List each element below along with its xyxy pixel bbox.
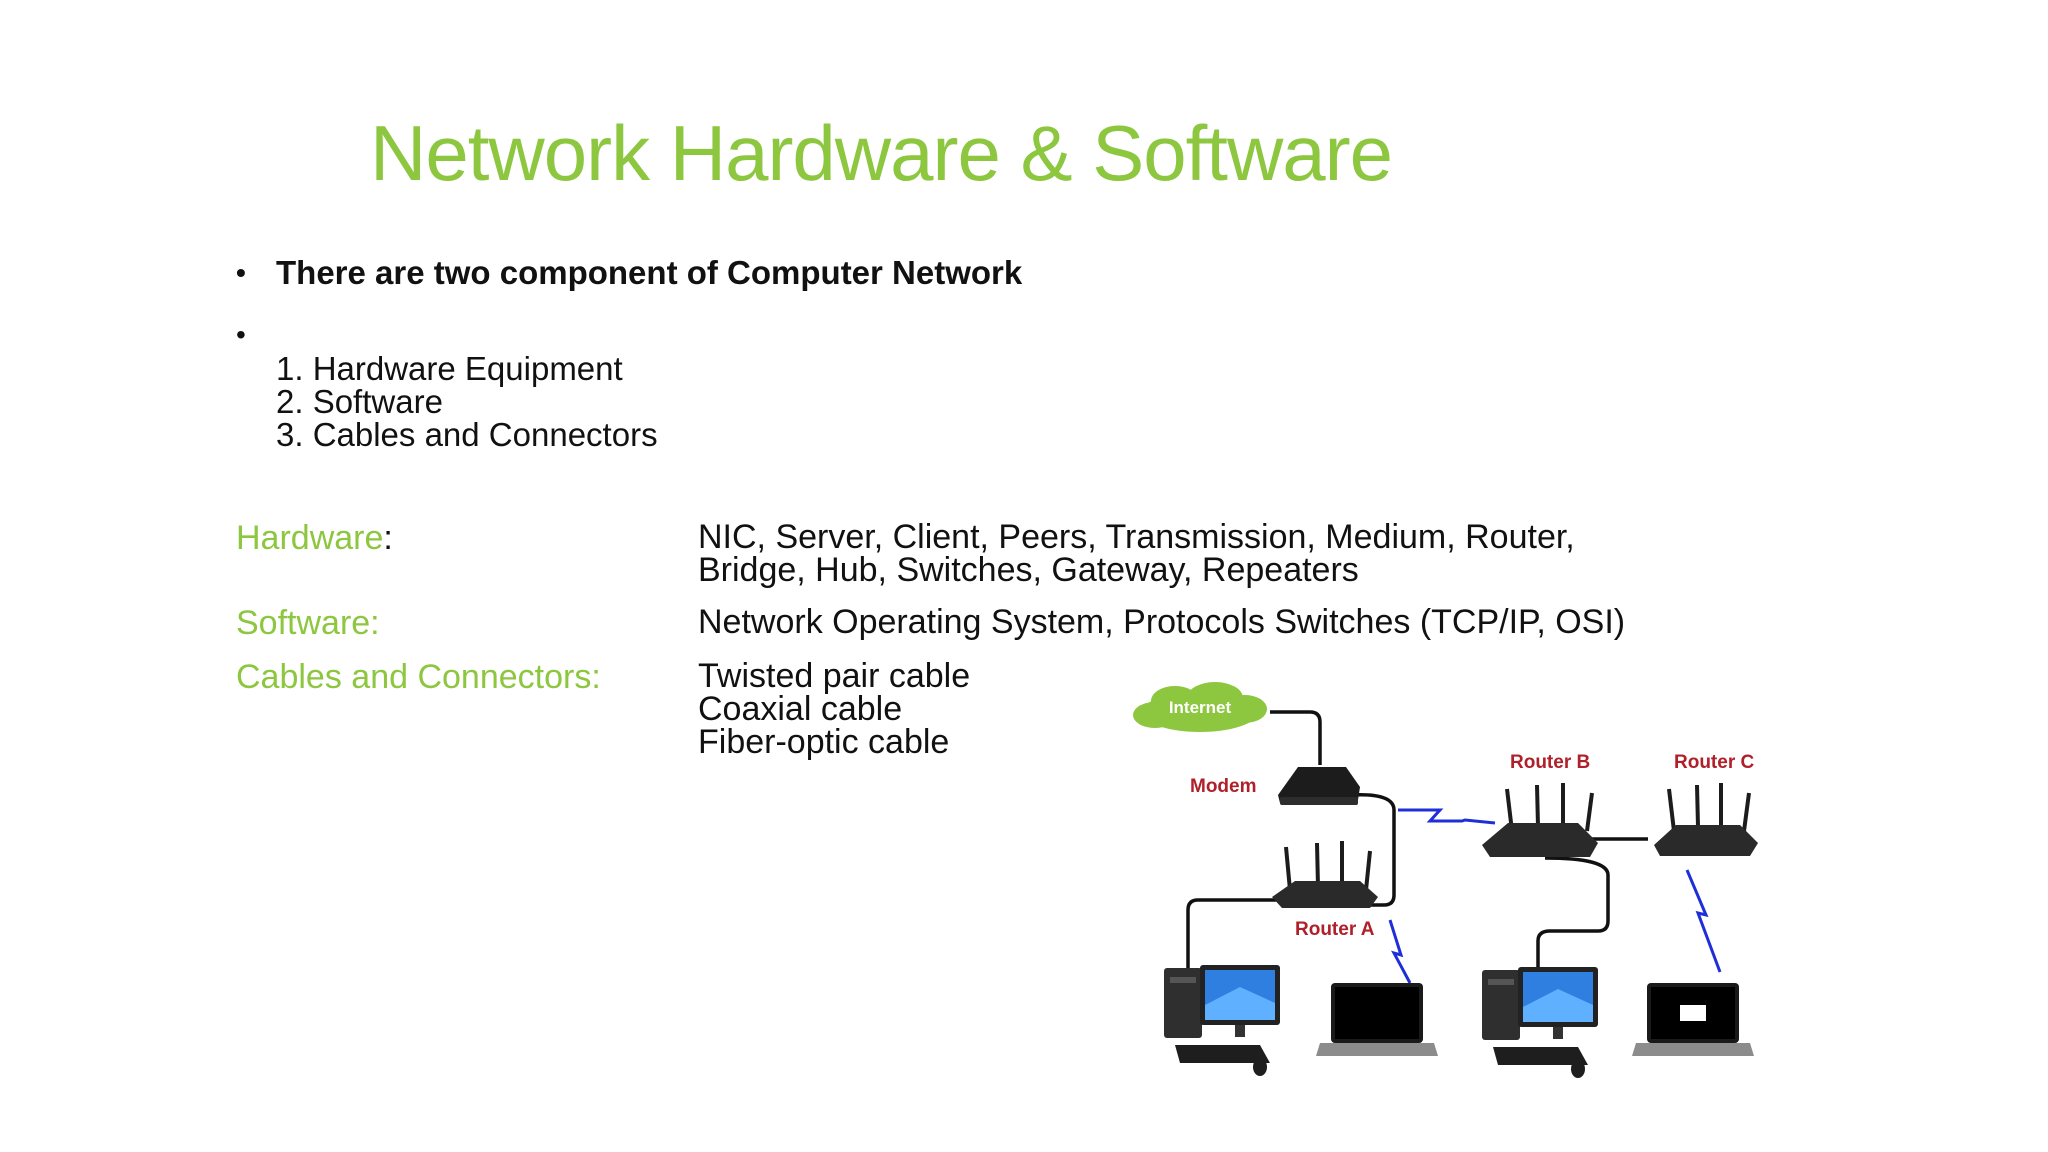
- internet-label: Internet: [1169, 698, 1232, 717]
- bullet-item: •: [236, 318, 1022, 352]
- component-list: 1. Hardware Equipment 2. Software 3. Cab…: [236, 352, 1022, 451]
- router-b-label: Router B: [1510, 752, 1590, 773]
- cable-line: Twisted pair cable: [698, 657, 971, 695]
- bullet-item: • There are two component of Computer Ne…: [236, 256, 1022, 318]
- desktop-computer-icon: [1482, 967, 1598, 1078]
- bullet-dot-icon: •: [236, 257, 246, 288]
- component-item: 1. Hardware Equipment: [276, 350, 623, 387]
- bullet-list: • There are two component of Computer Ne…: [236, 256, 1022, 451]
- cable-line: Fiber-optic cable: [698, 723, 950, 761]
- bullet-text: There are two component of Computer Netw…: [276, 254, 1023, 291]
- router-a-icon: [1272, 841, 1378, 908]
- software-description: Network Operating System, Protocols Swit…: [698, 603, 1626, 641]
- router-b-icon: [1482, 783, 1598, 857]
- router-c-label: Router C: [1674, 752, 1755, 773]
- wireless-bolt-icon: [1388, 919, 1412, 984]
- wireless-bolt-icon: [1398, 808, 1496, 825]
- modem-routerA-cable: [1350, 793, 1396, 907]
- routerB-desktop-cable: [1536, 856, 1610, 980]
- network-diagram: Internet Modem Router A: [1133, 682, 1758, 1078]
- desktop-computer-icon: [1164, 965, 1280, 1076]
- component-item: 3. Cables and Connectors: [276, 416, 658, 453]
- modem-label: Modem: [1190, 776, 1257, 797]
- hardware-label-colon: :: [383, 519, 393, 557]
- wireless-bolt-icon: [1685, 869, 1722, 973]
- internet-modem-cable: [1270, 710, 1322, 765]
- software-label: Software:: [236, 604, 380, 642]
- hardware-line: NIC, Server, Client, Peers, Transmission…: [698, 518, 1575, 556]
- routerA-desktop-cable: [1186, 898, 1290, 978]
- hardware-label: Hardware:: [236, 519, 393, 558]
- cable-line: Coaxial cable: [698, 690, 903, 728]
- wireless-links: [1388, 808, 1722, 984]
- laptop-icon: [1316, 983, 1438, 1056]
- router-a-label: Router A: [1295, 919, 1375, 940]
- software-line: Network Operating System, Protocols Swit…: [698, 603, 1626, 641]
- hardware-description: NIC, Server, Client, Peers, Transmission…: [698, 518, 1575, 589]
- hardware-line: Bridge, Hub, Switches, Gateway, Repeater…: [698, 551, 1359, 589]
- cables-label: Cables and Connectors:: [236, 658, 601, 696]
- internet-cloud-icon: Internet: [1133, 682, 1267, 732]
- modem-icon: [1278, 767, 1360, 805]
- router-c-icon: [1654, 783, 1758, 856]
- hardware-label-text: Hardware: [236, 519, 384, 557]
- laptop-icon: [1632, 983, 1754, 1056]
- slide-title: Network Hardware & Software: [370, 109, 1393, 197]
- component-item: 2. Software: [276, 383, 443, 420]
- cables-description: Twisted pair cable Coaxial cable Fiber-o…: [698, 657, 971, 761]
- bullet-dot-icon: •: [236, 319, 246, 350]
